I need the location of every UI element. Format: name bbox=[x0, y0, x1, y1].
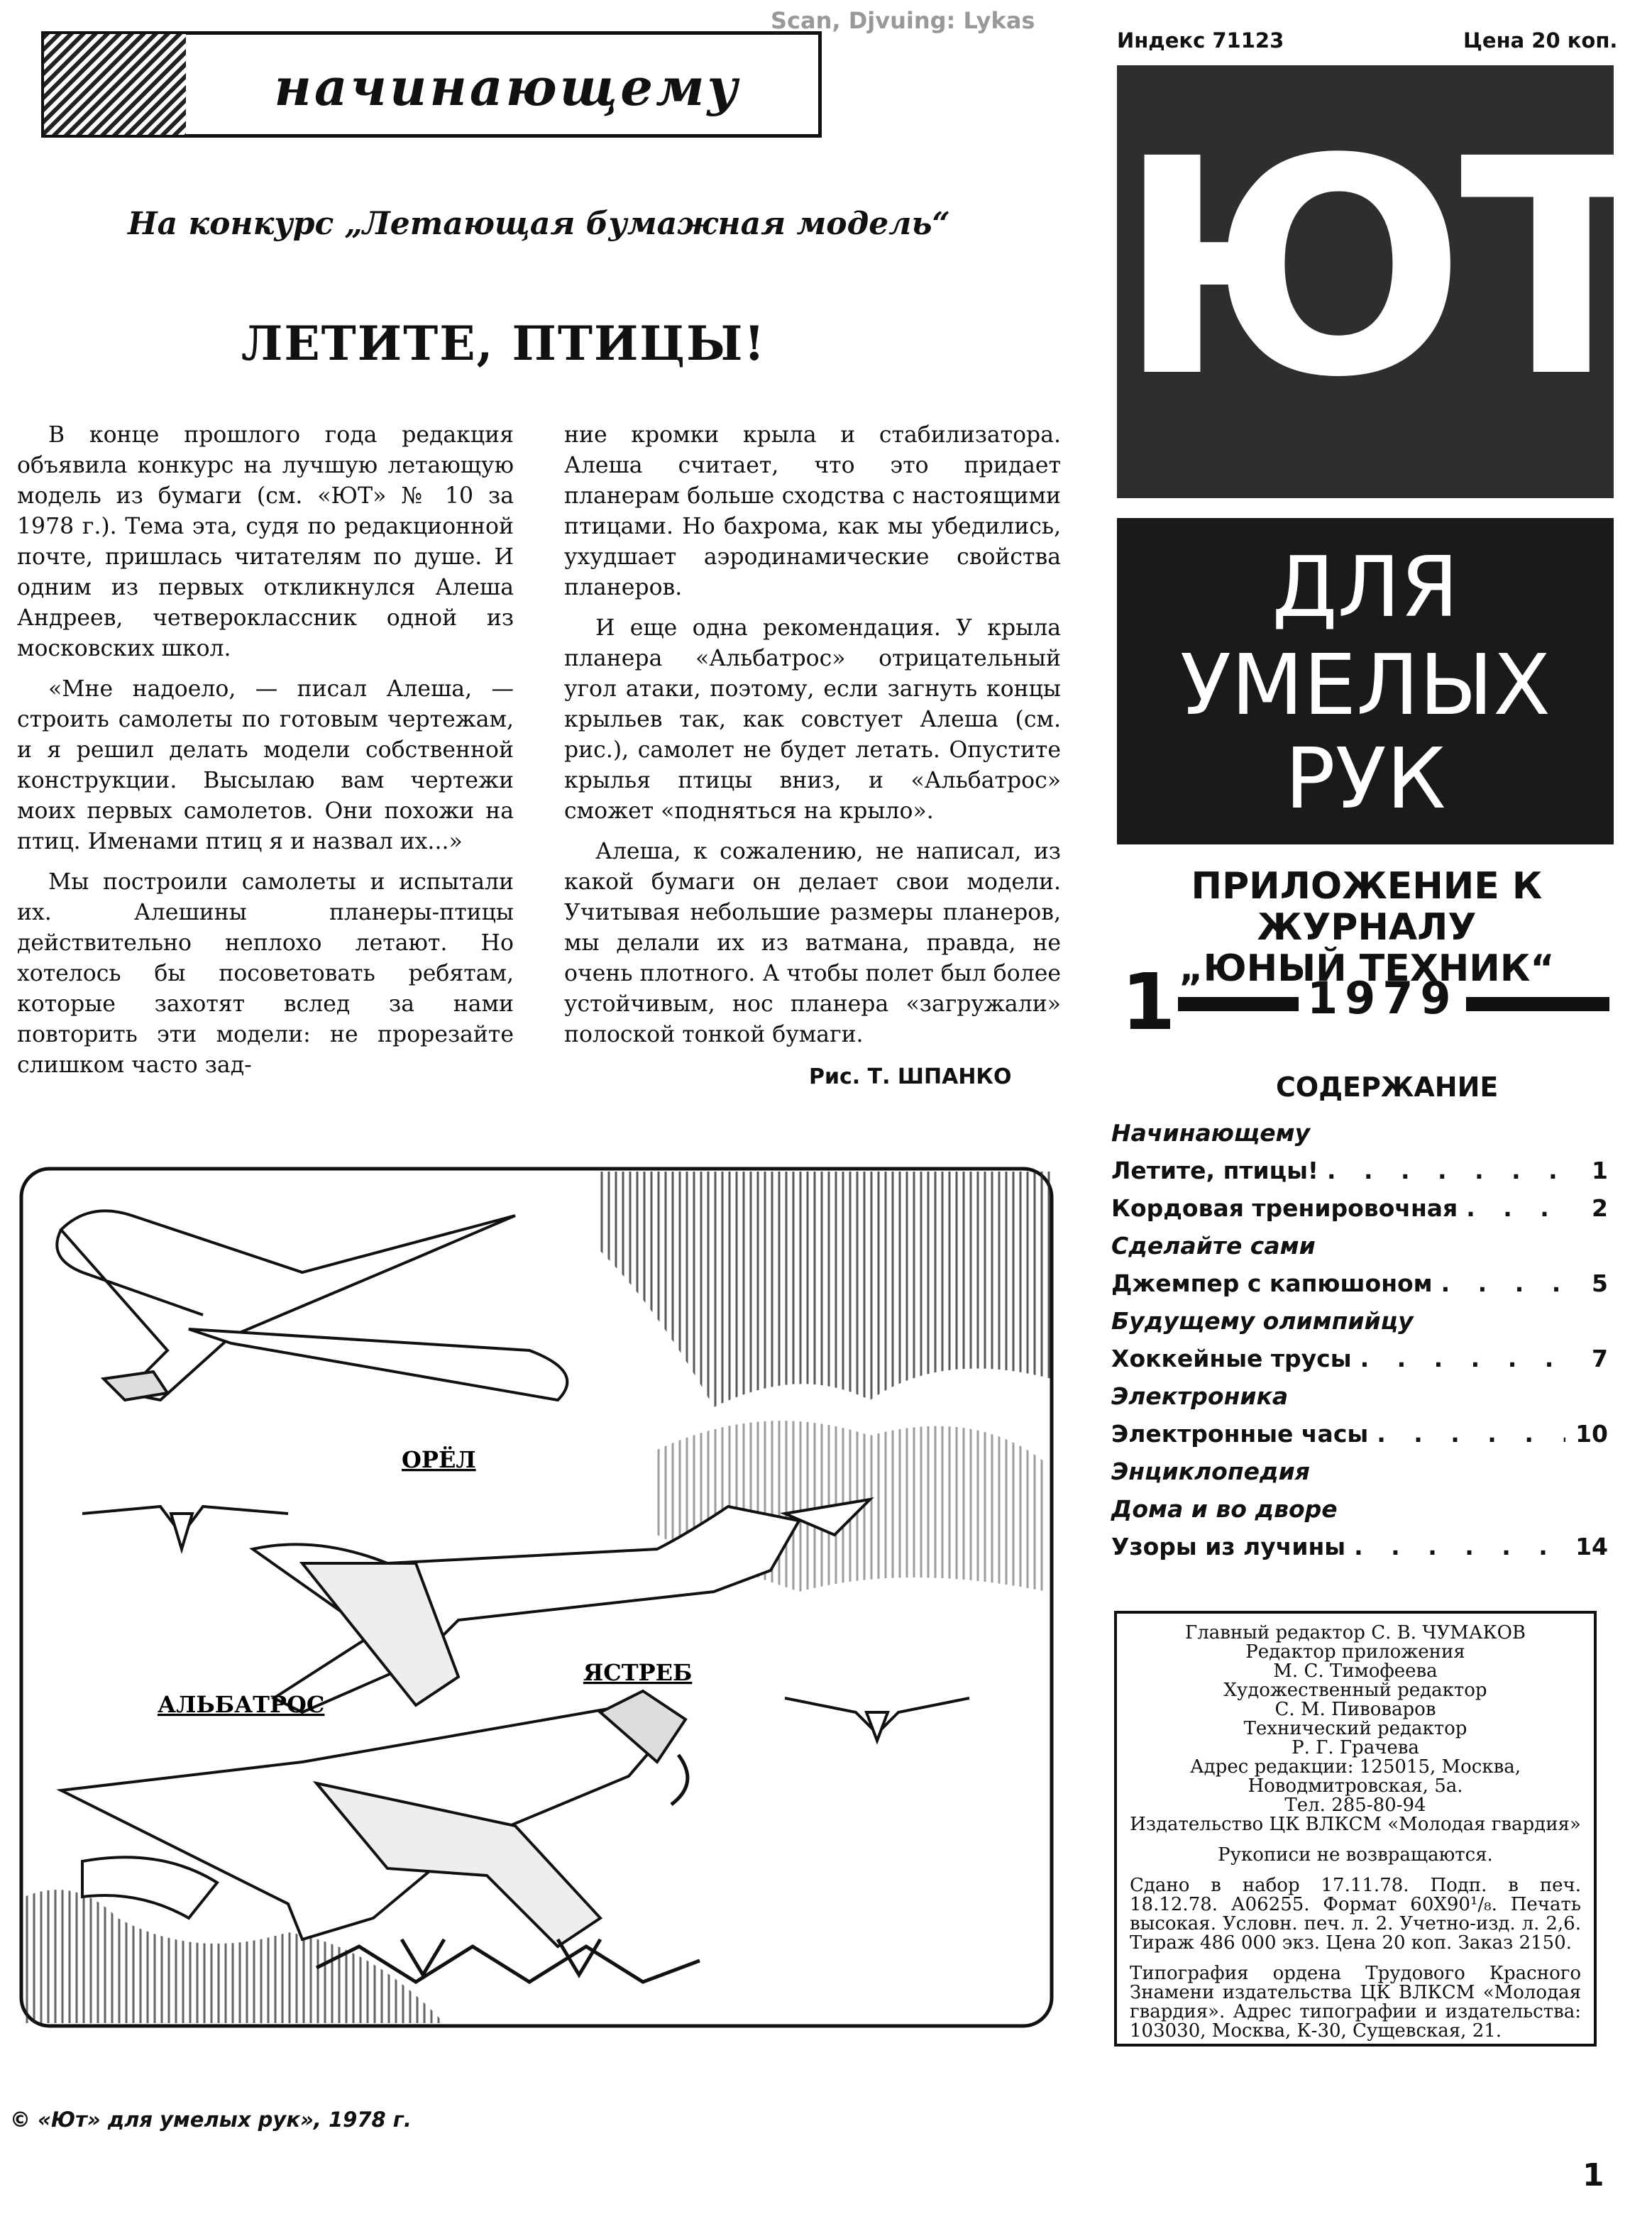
typography-details: Типография ордена Трудового Красного Зна… bbox=[1130, 1963, 1581, 2042]
toc-entry-title: Начинающему bbox=[1111, 1119, 1311, 1147]
toc-entry: Кордовая тренировочная . . . . . . . . . … bbox=[1111, 1189, 1608, 1227]
imprint-line: Тел. 285-80-94 bbox=[1284, 1795, 1426, 1816]
toc-entry-title: Будущему олимпийцу bbox=[1111, 1307, 1414, 1335]
toc-entry-title: Узоры из лучины bbox=[1111, 1533, 1346, 1560]
toc-section: Дома и во дворе bbox=[1111, 1490, 1608, 1528]
subtitle-line: ДЛЯ bbox=[1272, 538, 1459, 636]
toc-leader-dots: . . . . . . . . . . . . . . . . . . . . bbox=[1360, 1345, 1565, 1372]
supplement-line: „ЮНЫЙ ТЕХНИК“ bbox=[1179, 947, 1555, 990]
eagle-front-view bbox=[82, 1504, 289, 1554]
subtitle-line: РУК bbox=[1284, 729, 1446, 827]
imprint-line: Р. Г. Грачева bbox=[1292, 1737, 1419, 1758]
paragraph: В конце прошлого года редакция объявила … bbox=[17, 422, 514, 661]
paragraph: Мы построили самолеты и испытали их. Але… bbox=[17, 869, 514, 1078]
curved-arrow-icon bbox=[670, 1753, 690, 1806]
catalog-index: Индекс 71123 bbox=[1117, 28, 1284, 53]
albatross-front-view bbox=[315, 1938, 700, 1984]
toc-entry: Джемпер с капюшоном . . . . . . . . . . .… bbox=[1111, 1265, 1608, 1302]
toc-entry-title: Энциклопедия bbox=[1111, 1458, 1310, 1485]
year-rule bbox=[1466, 997, 1609, 1011]
imprint-line: Художественный редактор bbox=[1223, 1680, 1487, 1701]
paragraph: Алеша, к сожалению, не написал, из какой… bbox=[564, 839, 1061, 1047]
print-details: Сдано в набор 17.11.78. Подп. в печ. 18.… bbox=[1130, 1875, 1581, 1954]
toc-page-number: 14 bbox=[1575, 1533, 1608, 1560]
paragraph: «Мне надоело, — писал Алеша, — строить с… bbox=[17, 676, 514, 854]
magazine-logo: ЮТ bbox=[1117, 96, 1652, 443]
toc-page-number: 5 bbox=[1592, 1270, 1608, 1297]
toc-section: Сделайте сами bbox=[1111, 1227, 1608, 1265]
article-column-1: В конце прошлого года редакция объявила … bbox=[17, 420, 514, 1091]
toc-entry-title: Летите, птицы! bbox=[1111, 1157, 1318, 1184]
toc-entry: Электронные часы . . . . . . . . . . . . … bbox=[1111, 1415, 1608, 1453]
imprint-line: М. С. Тимофеева bbox=[1273, 1660, 1438, 1682]
article-title: ЛЕТИТЕ, ПТИЦЫ! bbox=[241, 316, 766, 371]
toc-page-number: 10 bbox=[1575, 1420, 1608, 1448]
manuscripts-note: Рукописи не возвращаются. bbox=[1218, 1844, 1493, 1866]
toc-page-number: 7 bbox=[1592, 1345, 1608, 1372]
subtitle-line: УМЕЛЫХ bbox=[1180, 636, 1551, 734]
imprint-line: Адрес редакции: 125015, Москва, Новодмит… bbox=[1189, 1756, 1521, 1797]
paragraph: И еще одна рекомендация. У крыла планера… bbox=[564, 615, 1061, 824]
albatross-glider-drawing bbox=[56, 1689, 688, 1949]
imprint-line: Технический редактор bbox=[1243, 1718, 1467, 1739]
toc-entry-title: Дома и во дворе bbox=[1111, 1495, 1338, 1523]
toc-section: Энциклопедия bbox=[1111, 1453, 1608, 1490]
toc-entry-title: Хоккейные трусы bbox=[1111, 1345, 1352, 1372]
contents-title: СОДЕРЖАНИЕ bbox=[1276, 1072, 1499, 1103]
issue-number: 1 bbox=[1121, 957, 1176, 1047]
toc-page-number: 2 bbox=[1592, 1194, 1608, 1222]
toc-entry-title: Электроника bbox=[1111, 1382, 1289, 1410]
toc-section: Будущему олимпийцу bbox=[1111, 1302, 1608, 1340]
toc-entry: Узоры из лучины . . . . . . . . . . . . .… bbox=[1111, 1528, 1608, 1565]
section-title: начинающему bbox=[274, 57, 741, 117]
eagle-label: ОРЁЛ bbox=[402, 1446, 476, 1473]
toc-entry-title: Кордовая тренировочная bbox=[1111, 1194, 1458, 1222]
hawk-label: ЯСТРЕБ bbox=[583, 1659, 692, 1686]
article-column-2: ние кромки крыла и стабилизатора. Алеша … bbox=[564, 420, 1061, 1060]
paragraph: ние кромки крыла и стабилизатора. Алеша … bbox=[564, 422, 1061, 600]
issue-year: 1979 bbox=[1307, 972, 1458, 1024]
scissors-tools-icon bbox=[44, 34, 186, 135]
hawk-front-view bbox=[784, 1697, 970, 1745]
toc-entry: Хоккейные трусы . . . . . . . . . . . . .… bbox=[1111, 1340, 1608, 1377]
toc-entry-title: Сделайте сами bbox=[1111, 1232, 1316, 1260]
toc-section: Начинающему bbox=[1111, 1114, 1608, 1152]
hawk-glider-drawing bbox=[249, 1497, 874, 1714]
page-number: 1 bbox=[1582, 2157, 1604, 2193]
gliders-illustration: ОРЁЛ ЯСТРЕБ АЛЬБАТРОС bbox=[19, 1167, 1054, 2028]
magazine-logo-block bbox=[1117, 65, 1614, 498]
issue-price: Цена 20 коп. bbox=[1463, 28, 1618, 53]
issue-rule bbox=[1178, 997, 1299, 1011]
copyright-line: © «Ют» для умелых рук», 1978 г. bbox=[10, 2108, 412, 2132]
toc-page-number: 1 bbox=[1592, 1157, 1608, 1184]
imprint-line: Главный редактор С. В. ЧУМАКОВ bbox=[1184, 1622, 1526, 1643]
supplement-line: ПРИЛОЖЕНИЕ К ЖУРНАЛУ bbox=[1191, 865, 1543, 949]
illustration-credit: Рис. Т. ШПАНКО bbox=[809, 1064, 1012, 1089]
toc-leader-dots: . . . . . . . . . . . . . . . . . . . . bbox=[1326, 1157, 1565, 1184]
toc-entry-title: Электронные часы bbox=[1111, 1420, 1369, 1448]
imprint-line: Редактор приложения bbox=[1245, 1641, 1465, 1663]
toc-leader-dots: . . . . . . . . . . . . . . . . . . . . bbox=[1377, 1420, 1565, 1448]
subtitle-block bbox=[1117, 518, 1614, 844]
toc-leader-dots: . . . . . . . . . . . . . . . . . . . . bbox=[1466, 1194, 1565, 1222]
toc-leader-dots: . . . . . . . . . . . . . . . . . . . . bbox=[1441, 1270, 1565, 1297]
toc-section: Электроника bbox=[1111, 1377, 1608, 1415]
imprint-line: Издательство ЦК ВЛКСМ «Молодая гвардия» bbox=[1130, 1814, 1581, 1835]
supplement-title: ПРИЛОЖЕНИЕ К ЖУРНАЛУ „ЮНЫЙ ТЕХНИК“ bbox=[1111, 866, 1622, 989]
toc-entry-title: Джемпер с капюшоном bbox=[1111, 1270, 1433, 1297]
section-banner bbox=[41, 31, 822, 138]
imprint-line: С. М. Пивоваров bbox=[1274, 1699, 1436, 1720]
contest-heading: На конкурс „Летающая бумажная модель“ bbox=[128, 206, 950, 242]
albatross-label: АЛЬБАТРОС bbox=[158, 1691, 324, 1718]
eagle-glider-drawing bbox=[55, 1209, 569, 1402]
toc-entry: Летите, птицы! . . . . . . . . . . . . . … bbox=[1111, 1152, 1608, 1189]
scan-credit: Scan, Djvuing: Lykas bbox=[771, 7, 1035, 34]
toc-leader-dots: . . . . . . . . . . . . . . . . . . . . bbox=[1354, 1533, 1565, 1560]
